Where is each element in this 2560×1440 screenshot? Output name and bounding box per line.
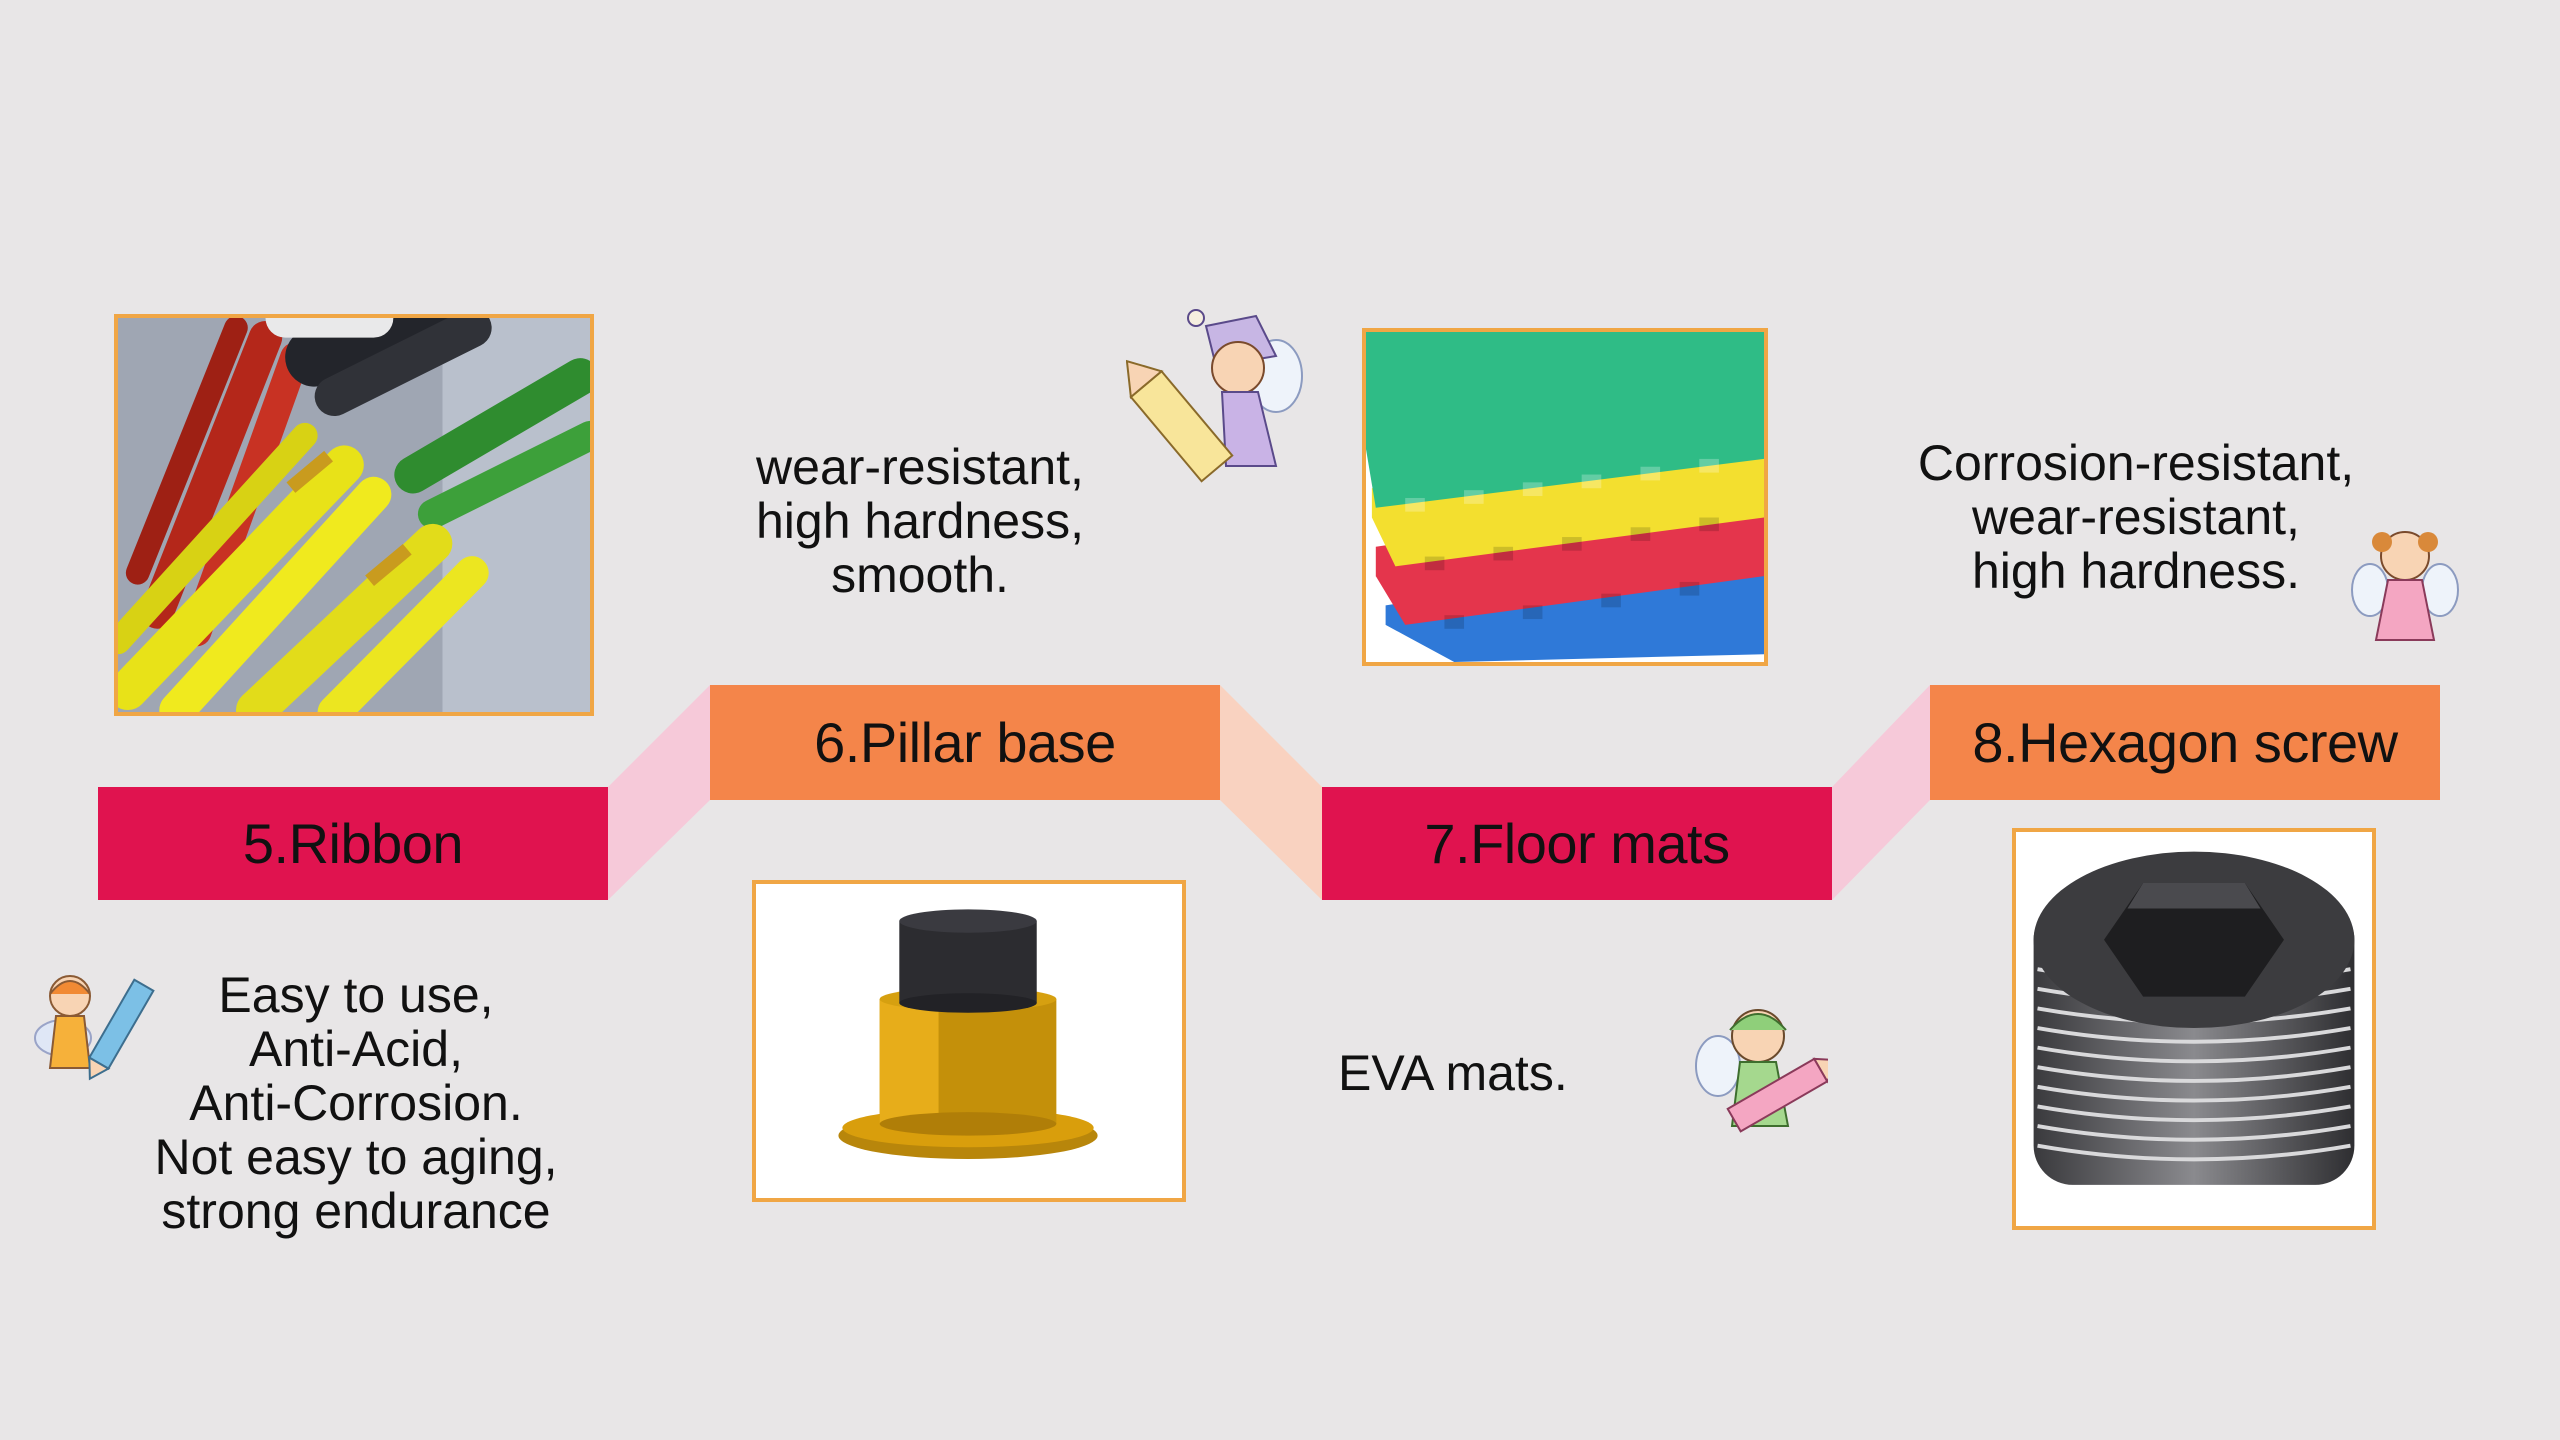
hexagon-socket-screw-icon [2016, 832, 2372, 1226]
fairy-with-pencil-icon [18, 968, 158, 1088]
pillar-base-desc-line: smooth. [831, 547, 1009, 603]
hexagon-screw-image-frame [2012, 828, 2376, 1230]
floor-mats-description: EVA mats. [1338, 1046, 1658, 1100]
hexagon-screw-description: Corrosion-resistant, wear-resistant, hig… [1866, 436, 2406, 598]
pillar-base-image-frame [752, 880, 1186, 1202]
connector-7-8 [1832, 685, 1930, 900]
label-ribbon-text: 5.Ribbon [242, 812, 464, 875]
ribbon-desc-line: Not easy to aging, [154, 1129, 558, 1185]
fairy-icon [2350, 520, 2460, 660]
pillar-base-desc-line: wear-resistant, [756, 439, 1084, 495]
label-pillar-base-text: 6.Pillar base [814, 711, 1116, 774]
floor-mats-photo-frame [1362, 328, 1768, 666]
ribbon-photo-frame [114, 314, 594, 716]
label-floor-mats-text: 7.Floor mats [1424, 812, 1730, 875]
floor-mats-desc-line: EVA mats. [1338, 1045, 1568, 1101]
cable-ties-icon [118, 318, 590, 712]
label-hexagon-screw: 8.Hexagon screw [1930, 685, 2440, 800]
hexagon-screw-desc-line: Corrosion-resistant, [1917, 435, 2355, 491]
connector-6-7 [1220, 685, 1322, 900]
ribbon-desc-line: Easy to use, [218, 967, 494, 1023]
fairy-with-pencil-icon [1688, 996, 1828, 1146]
pillar-base-desc-line: high hardness, [755, 493, 1084, 549]
connector-5-6 [608, 685, 710, 900]
pillar-base-icon [756, 884, 1182, 1198]
ribbon-description: Easy to use, Anti-Acid, Anti-Corrosion. … [116, 968, 596, 1238]
pillar-base-description: wear-resistant, high hardness, smooth. [700, 440, 1140, 602]
hexagon-screw-desc-line: wear-resistant, [1972, 489, 2300, 545]
label-ribbon: 5.Ribbon [98, 787, 608, 900]
label-floor-mats: 7.Floor mats [1322, 787, 1832, 900]
foam-floor-mats-icon [1366, 332, 1764, 662]
hexagon-screw-desc-line: high hardness. [1971, 543, 2300, 599]
label-hexagon-screw-text: 8.Hexagon screw [1972, 711, 2398, 774]
ribbon-desc-line: Anti-Corrosion. [189, 1075, 523, 1131]
ribbon-desc-line: strong endurance [161, 1183, 551, 1239]
ribbon-desc-line: Anti-Acid, [249, 1021, 463, 1077]
fairy-with-pencil-icon [1126, 306, 1316, 486]
label-pillar-base: 6.Pillar base [710, 685, 1220, 800]
